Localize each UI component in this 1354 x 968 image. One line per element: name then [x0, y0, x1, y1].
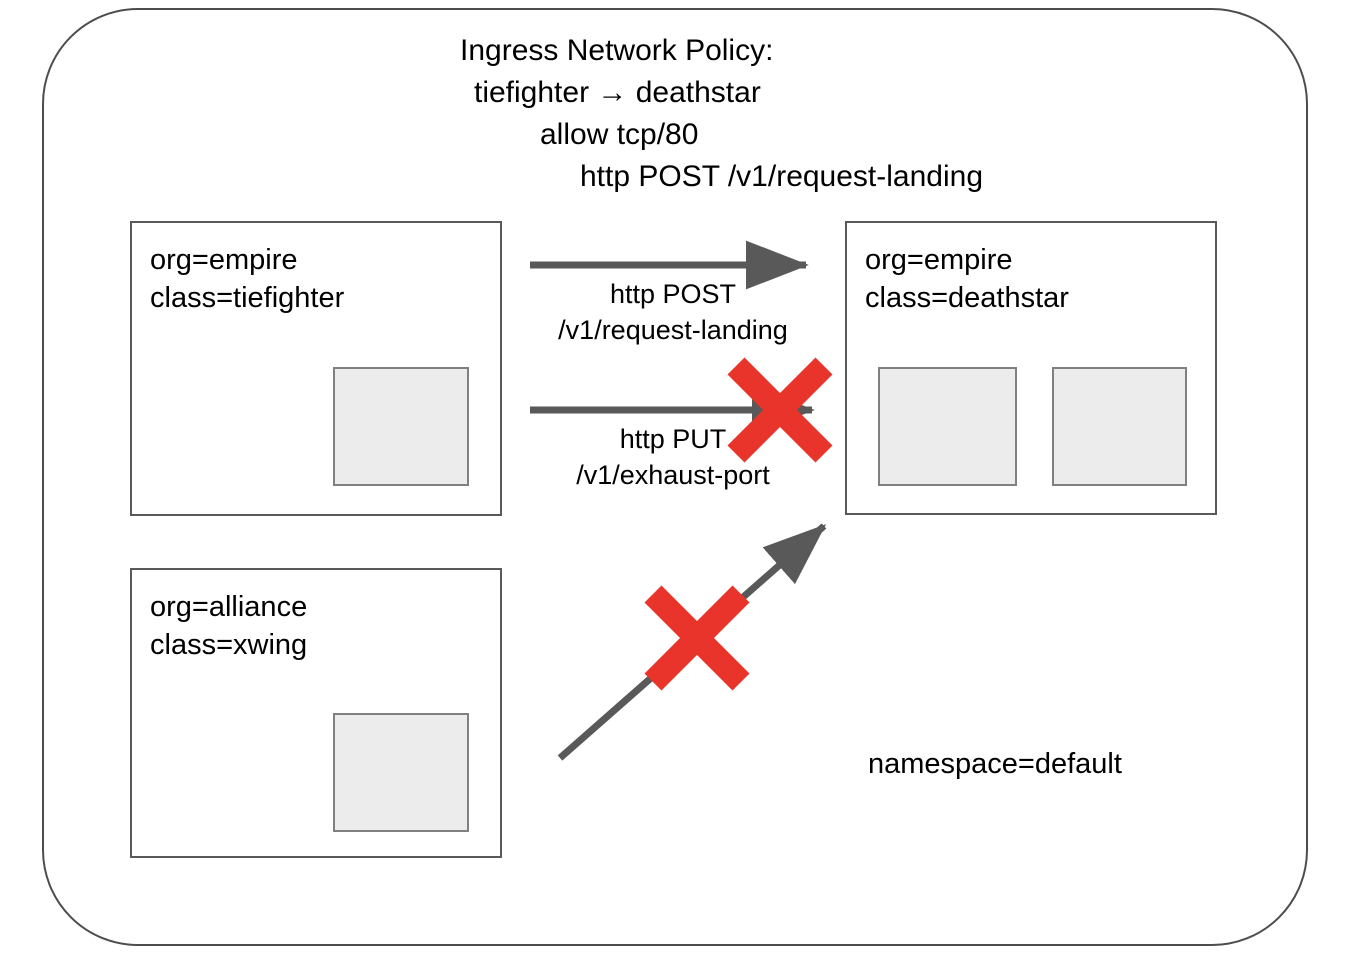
- flow-method-label-put: http PUT: [619, 424, 727, 454]
- endpoint-labels-deathstar: org=empire class=deathstar: [865, 241, 1069, 317]
- policy-title: Ingress Network Policy: tiefighter → dea…: [420, 30, 1120, 198]
- endpoint-labels-tiefighter: org=empire class=tiefighter: [150, 241, 344, 317]
- pod-placeholder-xwing-1: [333, 713, 469, 832]
- pod-placeholder-deathstar-1: [878, 367, 1017, 486]
- policy-title-line-4: http POST /v1/request-landing: [580, 160, 984, 193]
- endpoint-org-label-tiefighter: org=empire: [150, 244, 298, 276]
- endpoint-class-label-deathstar: class=deathstar: [865, 282, 1069, 314]
- pod-placeholder-tiefighter-1: [333, 367, 469, 486]
- flow-method-label-post: http POST: [609, 279, 737, 309]
- namespace-boundary: [42, 8, 1308, 946]
- namespace-label: namespace=default: [868, 748, 1122, 780]
- endpoint-class-label-tiefighter: class=tiefighter: [150, 282, 345, 314]
- endpoint-org-label-xwing: org=alliance: [150, 591, 308, 623]
- policy-title-line-1: Ingress Network Policy:: [460, 34, 774, 67]
- flow-path-label-put: /v1/exhaust-port: [576, 460, 770, 490]
- policy-title-line-2: tiefighter → deathstar: [474, 76, 761, 109]
- flow-path-label-post: /v1/request-landing: [558, 315, 788, 345]
- endpoint-org-label-deathstar: org=empire: [865, 244, 1013, 276]
- flow-label-post-request-landing: http POST /v1/request-landing: [508, 276, 838, 348]
- endpoint-class-label-xwing: class=xwing: [150, 629, 308, 661]
- flow-label-put-exhaust-port: http PUT /v1/exhaust-port: [508, 421, 838, 493]
- endpoint-labels-xwing: org=alliance class=xwing: [150, 588, 307, 664]
- pod-placeholder-deathstar-2: [1052, 367, 1187, 486]
- policy-title-line-3: allow tcp/80: [540, 118, 699, 151]
